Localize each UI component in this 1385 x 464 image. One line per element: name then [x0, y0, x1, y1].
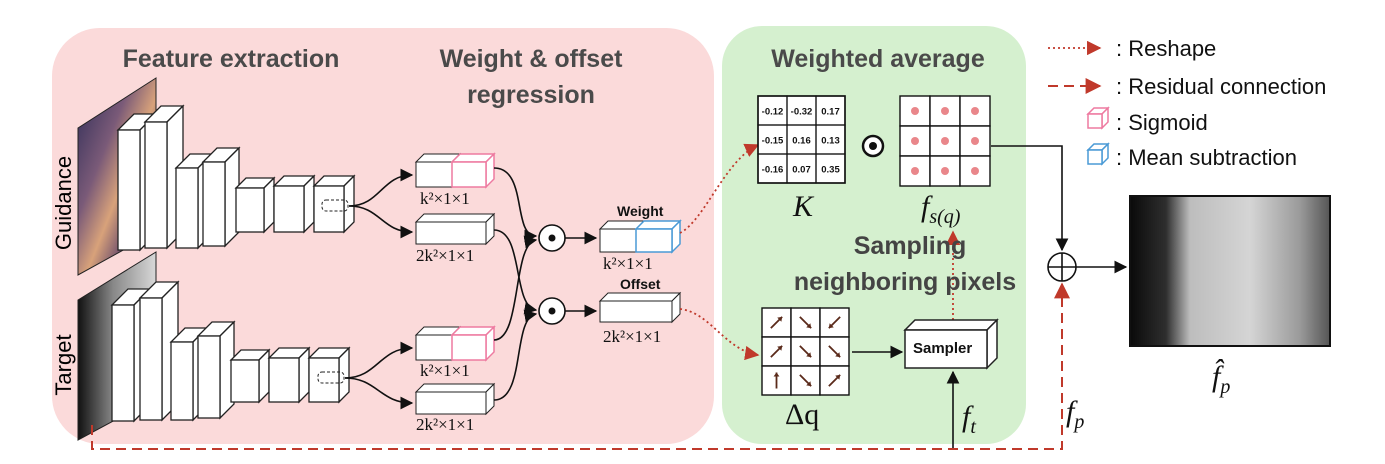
sample-dot — [941, 167, 949, 175]
guidance-encoder-stack — [116, 104, 356, 252]
guidance-encoder-layer — [143, 104, 185, 250]
sampled-cell — [929, 155, 961, 187]
sample-dot — [971, 107, 979, 115]
legend-mean-sub-text: : Mean subtraction — [1116, 145, 1297, 170]
guided-feature-sub: p — [1074, 411, 1085, 433]
dim-weight: k²×1×1 — [603, 254, 653, 273]
offset-arrow — [799, 345, 812, 358]
dim-offset: 2k²×1×1 — [603, 327, 662, 346]
sampler-block — [903, 318, 999, 370]
offset-arrow — [773, 372, 780, 389]
sample-dot — [971, 167, 979, 175]
section-title-weight-offset-2: regression — [467, 81, 595, 109]
section-title-sampling-2: neighboring pixels — [793, 268, 1017, 296]
offset-arrow — [828, 374, 841, 387]
target-offset-branch — [414, 382, 496, 416]
target-label: Target — [51, 334, 76, 396]
offset-cell — [819, 365, 850, 396]
target-encoder-layer — [267, 346, 311, 404]
dim-guidance-weight: k²×1×1 — [420, 189, 470, 208]
guidance-encoder-layer — [234, 176, 276, 234]
sample-dot — [941, 137, 949, 145]
output-base: f̂ — [1212, 360, 1221, 393]
kernel-value: 0.13 — [821, 136, 840, 147]
kernel-value: 0.35 — [821, 165, 840, 176]
target-feature-base: f — [962, 400, 971, 433]
sampled-features-grid — [899, 95, 991, 187]
offset-arrow — [828, 345, 841, 358]
guidance-label: Guidance — [51, 155, 76, 251]
target-feature-symbol: ft — [962, 400, 976, 439]
sample-dot — [911, 137, 919, 145]
kernel-value: 0.17 — [821, 107, 840, 118]
legend-sigmoid-cube — [1086, 106, 1110, 130]
offset-tag: Offset — [620, 276, 661, 292]
target-encoder-layer — [196, 320, 236, 420]
legend-reshape-text: : Reshape — [1116, 36, 1217, 61]
weight-block — [598, 219, 682, 254]
target-encoder-layer — [307, 346, 351, 404]
guided-feature-symbol: fp — [1066, 395, 1084, 434]
offset-arrow — [799, 374, 812, 387]
target-encoder-layer — [138, 280, 180, 422]
sample-dot — [941, 107, 949, 115]
dim-target-offset: 2k²×1×1 — [416, 415, 475, 434]
residual-connection-line — [91, 282, 1070, 450]
dim-guidance-offset: 2k²×1×1 — [416, 246, 475, 265]
legend-sigmoid-text: : Sigmoid — [1116, 110, 1208, 135]
offset-arrow — [799, 316, 812, 329]
weight-tag: Weight — [617, 203, 664, 219]
sample-dot — [911, 107, 919, 115]
section-title-weighted-average: Weighted average — [771, 45, 985, 73]
offset-arrow — [770, 316, 783, 329]
target-encoder-layer — [229, 348, 271, 404]
kernel-value: 0.07 — [792, 165, 811, 176]
kernel-cell — [815, 153, 846, 184]
sample-dot — [971, 137, 979, 145]
target-encoder-stack — [110, 280, 351, 423]
kernel-value: -0.15 — [762, 136, 784, 147]
sampled-feature-symbol: fs(q) — [921, 190, 960, 229]
guidance-encoder-layer — [272, 174, 316, 234]
target-kernel-window — [317, 371, 345, 384]
delta-q-symbol: Δq — [785, 398, 820, 431]
target-feature-sub: t — [970, 416, 976, 438]
kernel-value: 0.16 — [792, 136, 811, 147]
section-title-sampling-1: Sampling — [853, 232, 967, 260]
legend-mean-sub-cube — [1086, 142, 1110, 166]
offset-grid — [761, 307, 850, 396]
offset-block — [598, 291, 682, 324]
offset-arrow — [770, 345, 783, 358]
sampled-feature-sub: s(q) — [929, 206, 961, 228]
kernel-value: -0.32 — [791, 107, 813, 118]
sampler-label: Sampler — [913, 340, 973, 357]
kernel-symbol: K — [793, 190, 814, 223]
sample-dot — [911, 167, 919, 175]
section-title-weight-offset-1: Weight & offset — [439, 45, 623, 73]
sampled-feature-base: f — [921, 190, 930, 223]
output-symbol: f̂p — [1212, 360, 1230, 399]
kernel-value: -0.12 — [762, 107, 784, 118]
dim-target-weight: k²×1×1 — [420, 361, 470, 380]
guidance-weight-branch — [414, 152, 496, 189]
output-sub: p — [1220, 376, 1231, 398]
kernel-grid: -0.12 -0.32 0.17 -0.15 0.16 0.13 -0.16 0.07 0.35 — [757, 95, 846, 184]
guidance-kernel-window — [321, 199, 349, 212]
output-depth-image — [1129, 195, 1331, 347]
guided-feature-base: f — [1066, 395, 1075, 428]
legend-residual-text: : Residual connection — [1116, 74, 1327, 99]
guidance-encoder-layer — [201, 146, 241, 248]
kernel-value: -0.16 — [762, 165, 784, 176]
section-title-feature-extraction: Feature extraction — [122, 45, 340, 73]
target-weight-branch — [414, 325, 496, 362]
offset-arrow — [828, 316, 841, 329]
guidance-offset-branch — [414, 212, 496, 246]
guidance-encoder-layer — [312, 174, 356, 234]
